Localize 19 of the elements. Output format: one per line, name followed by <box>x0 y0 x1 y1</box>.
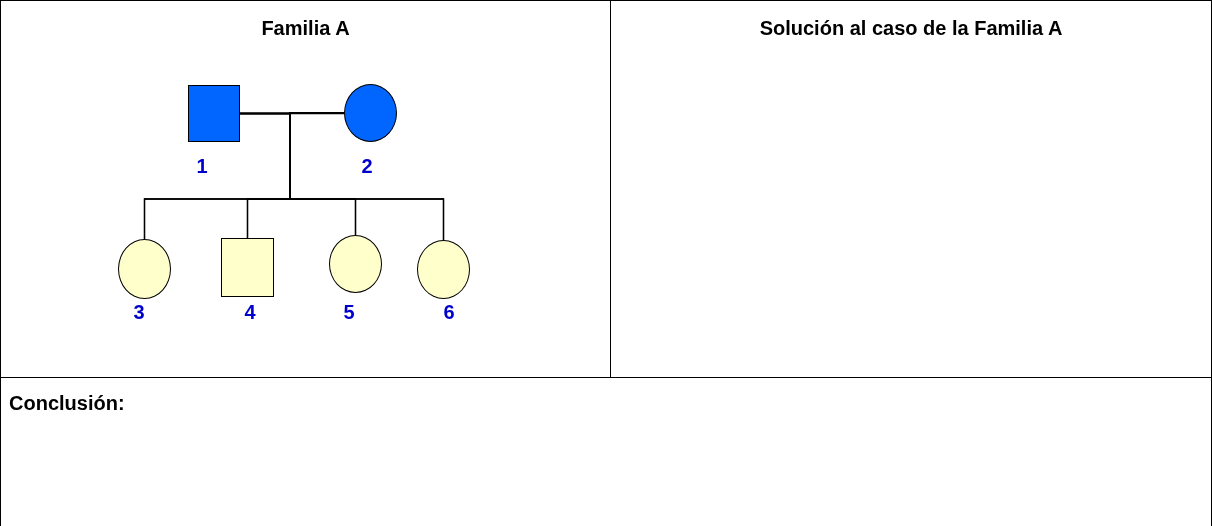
pedigree-square <box>221 238 274 297</box>
cell-heading: Conclusión: <box>9 392 125 415</box>
pedigree-circle <box>417 240 470 299</box>
pedigree-circle <box>118 239 171 299</box>
individual-number: 6 <box>443 302 455 322</box>
table-cell <box>0 0 611 378</box>
individual-number: 1 <box>196 156 208 176</box>
individual-number: 2 <box>361 156 373 176</box>
cell-heading: Familia A <box>260 17 351 40</box>
individual-number: 3 <box>133 302 145 322</box>
table-cell <box>610 0 1212 378</box>
pedigree-line <box>289 112 445 241</box>
individual-number: 4 <box>244 302 256 322</box>
pedigree-square <box>188 85 240 142</box>
cell-heading: Solución al caso de la Familia A <box>758 17 1064 40</box>
pedigree-circle <box>329 235 382 293</box>
table-cell <box>0 377 1212 526</box>
pedigree-circle <box>344 84 397 142</box>
individual-number: 5 <box>343 302 355 322</box>
